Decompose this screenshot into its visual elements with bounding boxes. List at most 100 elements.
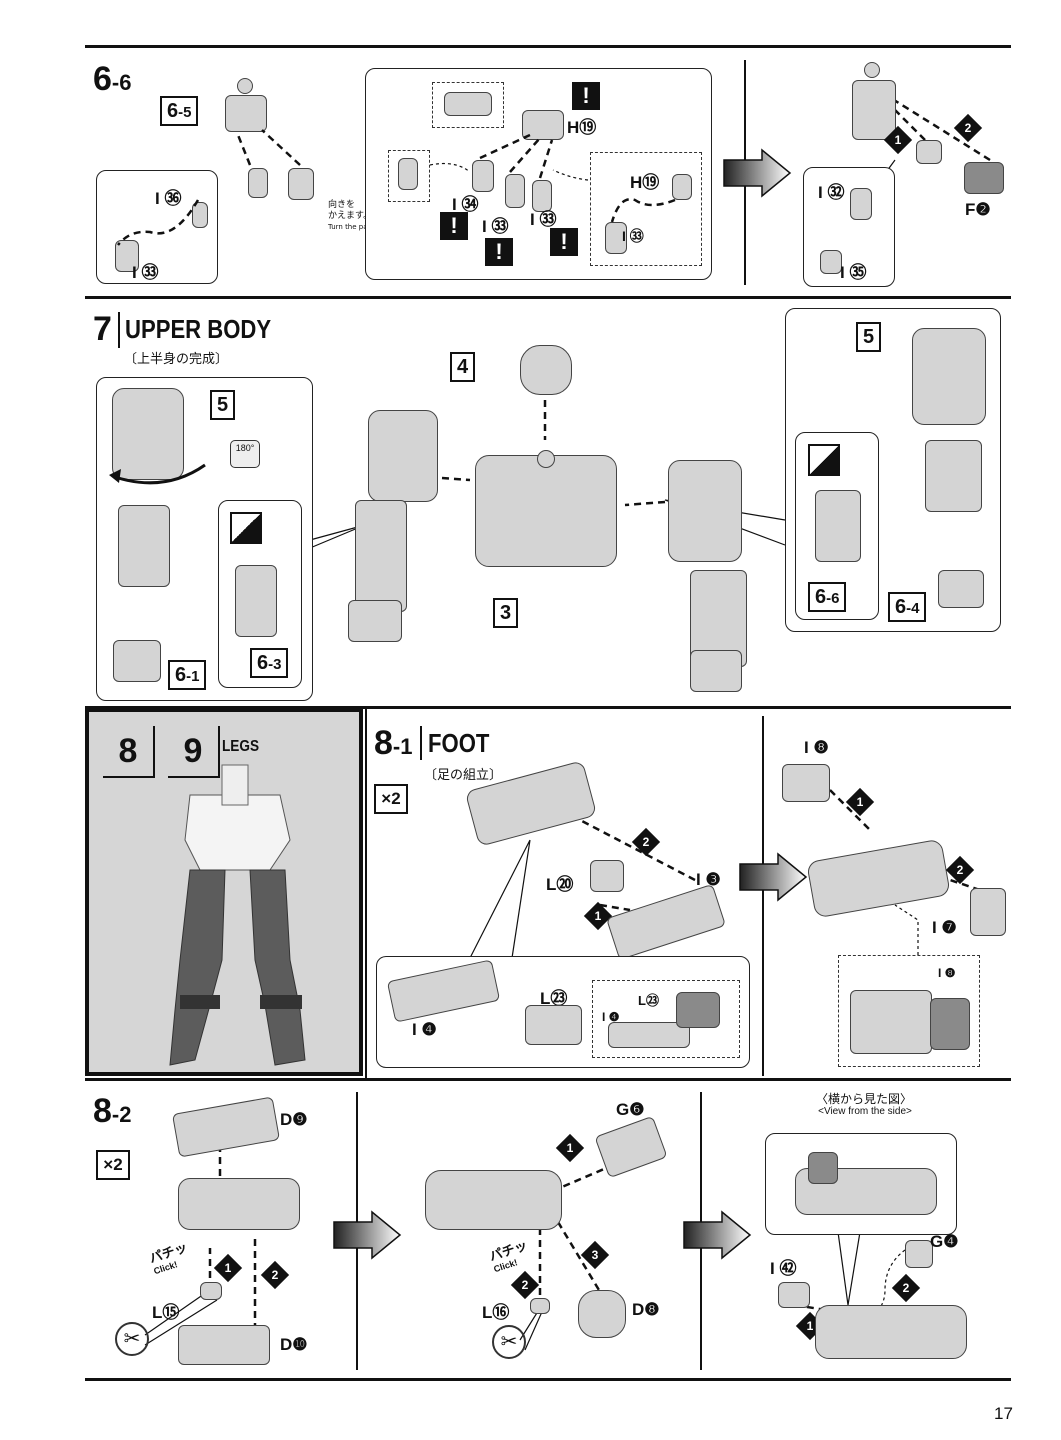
part-torso xyxy=(475,455,617,567)
part-joint xyxy=(237,78,253,94)
step-8-2-number: 8-2 xyxy=(93,1092,132,1130)
step-marker-3: 3 xyxy=(580,1240,610,1270)
step-7-subtitle: 〔上半身の完成〕 xyxy=(124,352,229,367)
legs-step-9: 9 xyxy=(168,726,220,778)
option-hand-icon xyxy=(808,444,840,476)
step-marker-2: 2 xyxy=(260,1260,290,1290)
part-thumb-detail xyxy=(398,158,418,190)
part-right-fist xyxy=(690,650,742,692)
label-i35: I ㉟ xyxy=(840,263,867,282)
part-head xyxy=(520,345,572,395)
next-step-arrow xyxy=(683,1210,752,1260)
title-divider xyxy=(420,726,422,760)
step-7-number: 7 xyxy=(93,310,112,348)
part-left-arm xyxy=(355,500,407,612)
tag-4: 4 xyxy=(450,352,476,382)
label-i42: I ㊷ xyxy=(770,1259,797,1278)
bottom-rule xyxy=(85,1378,1011,1381)
part-torso-arm xyxy=(225,95,267,132)
step-8-1-title: FOOT xyxy=(428,728,490,758)
part-fist-6-4 xyxy=(938,570,984,608)
legs-title: LEGS xyxy=(222,738,260,755)
section-rule xyxy=(85,706,1011,709)
part-i8 xyxy=(782,764,830,802)
label-i4: I ❹ xyxy=(412,1020,437,1039)
label-l20: L⑳ xyxy=(546,875,574,894)
part-h19-detail xyxy=(672,174,692,200)
part-d10 xyxy=(178,1325,270,1365)
tag-6-5: 6-5 xyxy=(160,96,199,126)
tag-5-right: 5 xyxy=(856,322,882,352)
part-arm-right xyxy=(925,440,982,512)
callout-box-6-6-right xyxy=(803,167,895,287)
label-d9: D❾ xyxy=(280,1110,308,1129)
part-shoulder-right xyxy=(912,328,986,425)
rotate-icon: 180° xyxy=(230,440,260,468)
part-i33-c xyxy=(532,180,552,212)
legs-illustration xyxy=(169,764,306,1066)
step-marker-2: 2 xyxy=(891,1273,921,1303)
part-i36 xyxy=(192,202,208,228)
part-open-hand-right xyxy=(815,490,861,562)
label-f2: F❷ xyxy=(965,200,991,219)
page-number: 17 xyxy=(994,1404,1013,1423)
option-hand-icon xyxy=(230,512,262,544)
part-upper-arm xyxy=(118,505,170,587)
label-h19: H⑲ xyxy=(567,118,597,137)
tag-6-1: 6-1 xyxy=(168,660,207,690)
part-i8-detail xyxy=(930,998,970,1050)
label-l23: L㉓ xyxy=(540,989,568,1008)
part-i4-detail xyxy=(608,1022,690,1048)
part-right-shoulder xyxy=(668,460,742,562)
part-i32 xyxy=(850,188,872,220)
part-fist-6-1 xyxy=(113,640,161,682)
label-g4: G❹ xyxy=(930,1232,959,1251)
label-i33-b: I ㉝ xyxy=(482,217,509,236)
label-d8: D❽ xyxy=(632,1300,660,1319)
step-8-1-number: 8-1 xyxy=(374,724,413,762)
label-i7: I ❼ xyxy=(932,918,957,937)
caution-icon: ! xyxy=(485,238,513,266)
part-i42 xyxy=(778,1282,810,1308)
part-left-shoulder xyxy=(368,410,438,502)
step-marker-1: 1 xyxy=(883,125,913,155)
part-foot-8-2 xyxy=(178,1178,300,1230)
tag-6-3: 6-3 xyxy=(250,648,289,678)
side-view-caption-en: <View from the side> xyxy=(818,1106,912,1117)
part-foot-final xyxy=(815,1305,967,1359)
caution-icon: ! xyxy=(440,212,468,240)
label-i8-detail: I ❽ xyxy=(938,966,956,980)
tag-3: 3 xyxy=(493,598,519,628)
step-marker-2: 2 xyxy=(953,113,983,143)
section-rule xyxy=(85,1078,1011,1081)
part-l23 xyxy=(525,1005,582,1045)
part-l20 xyxy=(590,860,624,892)
part-f2 xyxy=(964,162,1004,194)
next-step-arrow xyxy=(723,148,792,198)
part-finger-set xyxy=(444,92,492,116)
part-left-fist xyxy=(348,600,402,642)
part-i33-b xyxy=(505,174,525,208)
label-i4-detail: I ❹ xyxy=(602,1010,620,1024)
part-foot-8-2-mid xyxy=(425,1170,562,1230)
no-cut-icon: ✂ xyxy=(115,1322,149,1356)
part-i34 xyxy=(472,160,494,192)
step-8-1-subtitle: 〔足の組立〕 xyxy=(424,768,503,783)
part-fingers xyxy=(288,168,314,200)
label-i33-detail: I ㉝ xyxy=(622,228,644,244)
title-divider xyxy=(118,312,120,348)
note-turn-part: 向きを かえます。Turn the part. xyxy=(328,200,376,231)
step-marker-2: 2 xyxy=(631,827,661,857)
part-thumb xyxy=(248,168,268,198)
step-marker-1: 1 xyxy=(845,787,875,817)
part-joint xyxy=(537,450,555,468)
step-marker-1: 1 xyxy=(213,1253,243,1283)
no-cut-icon: ✂ xyxy=(492,1325,526,1359)
part-small xyxy=(916,140,942,164)
part-l23-detail xyxy=(676,992,720,1028)
label-l16: L⑯ xyxy=(482,1303,510,1322)
label-i34: I ㉞ xyxy=(452,195,479,214)
caution-icon: ! xyxy=(572,82,600,110)
part-l16 xyxy=(530,1298,550,1314)
part-foot-detail xyxy=(850,990,932,1054)
